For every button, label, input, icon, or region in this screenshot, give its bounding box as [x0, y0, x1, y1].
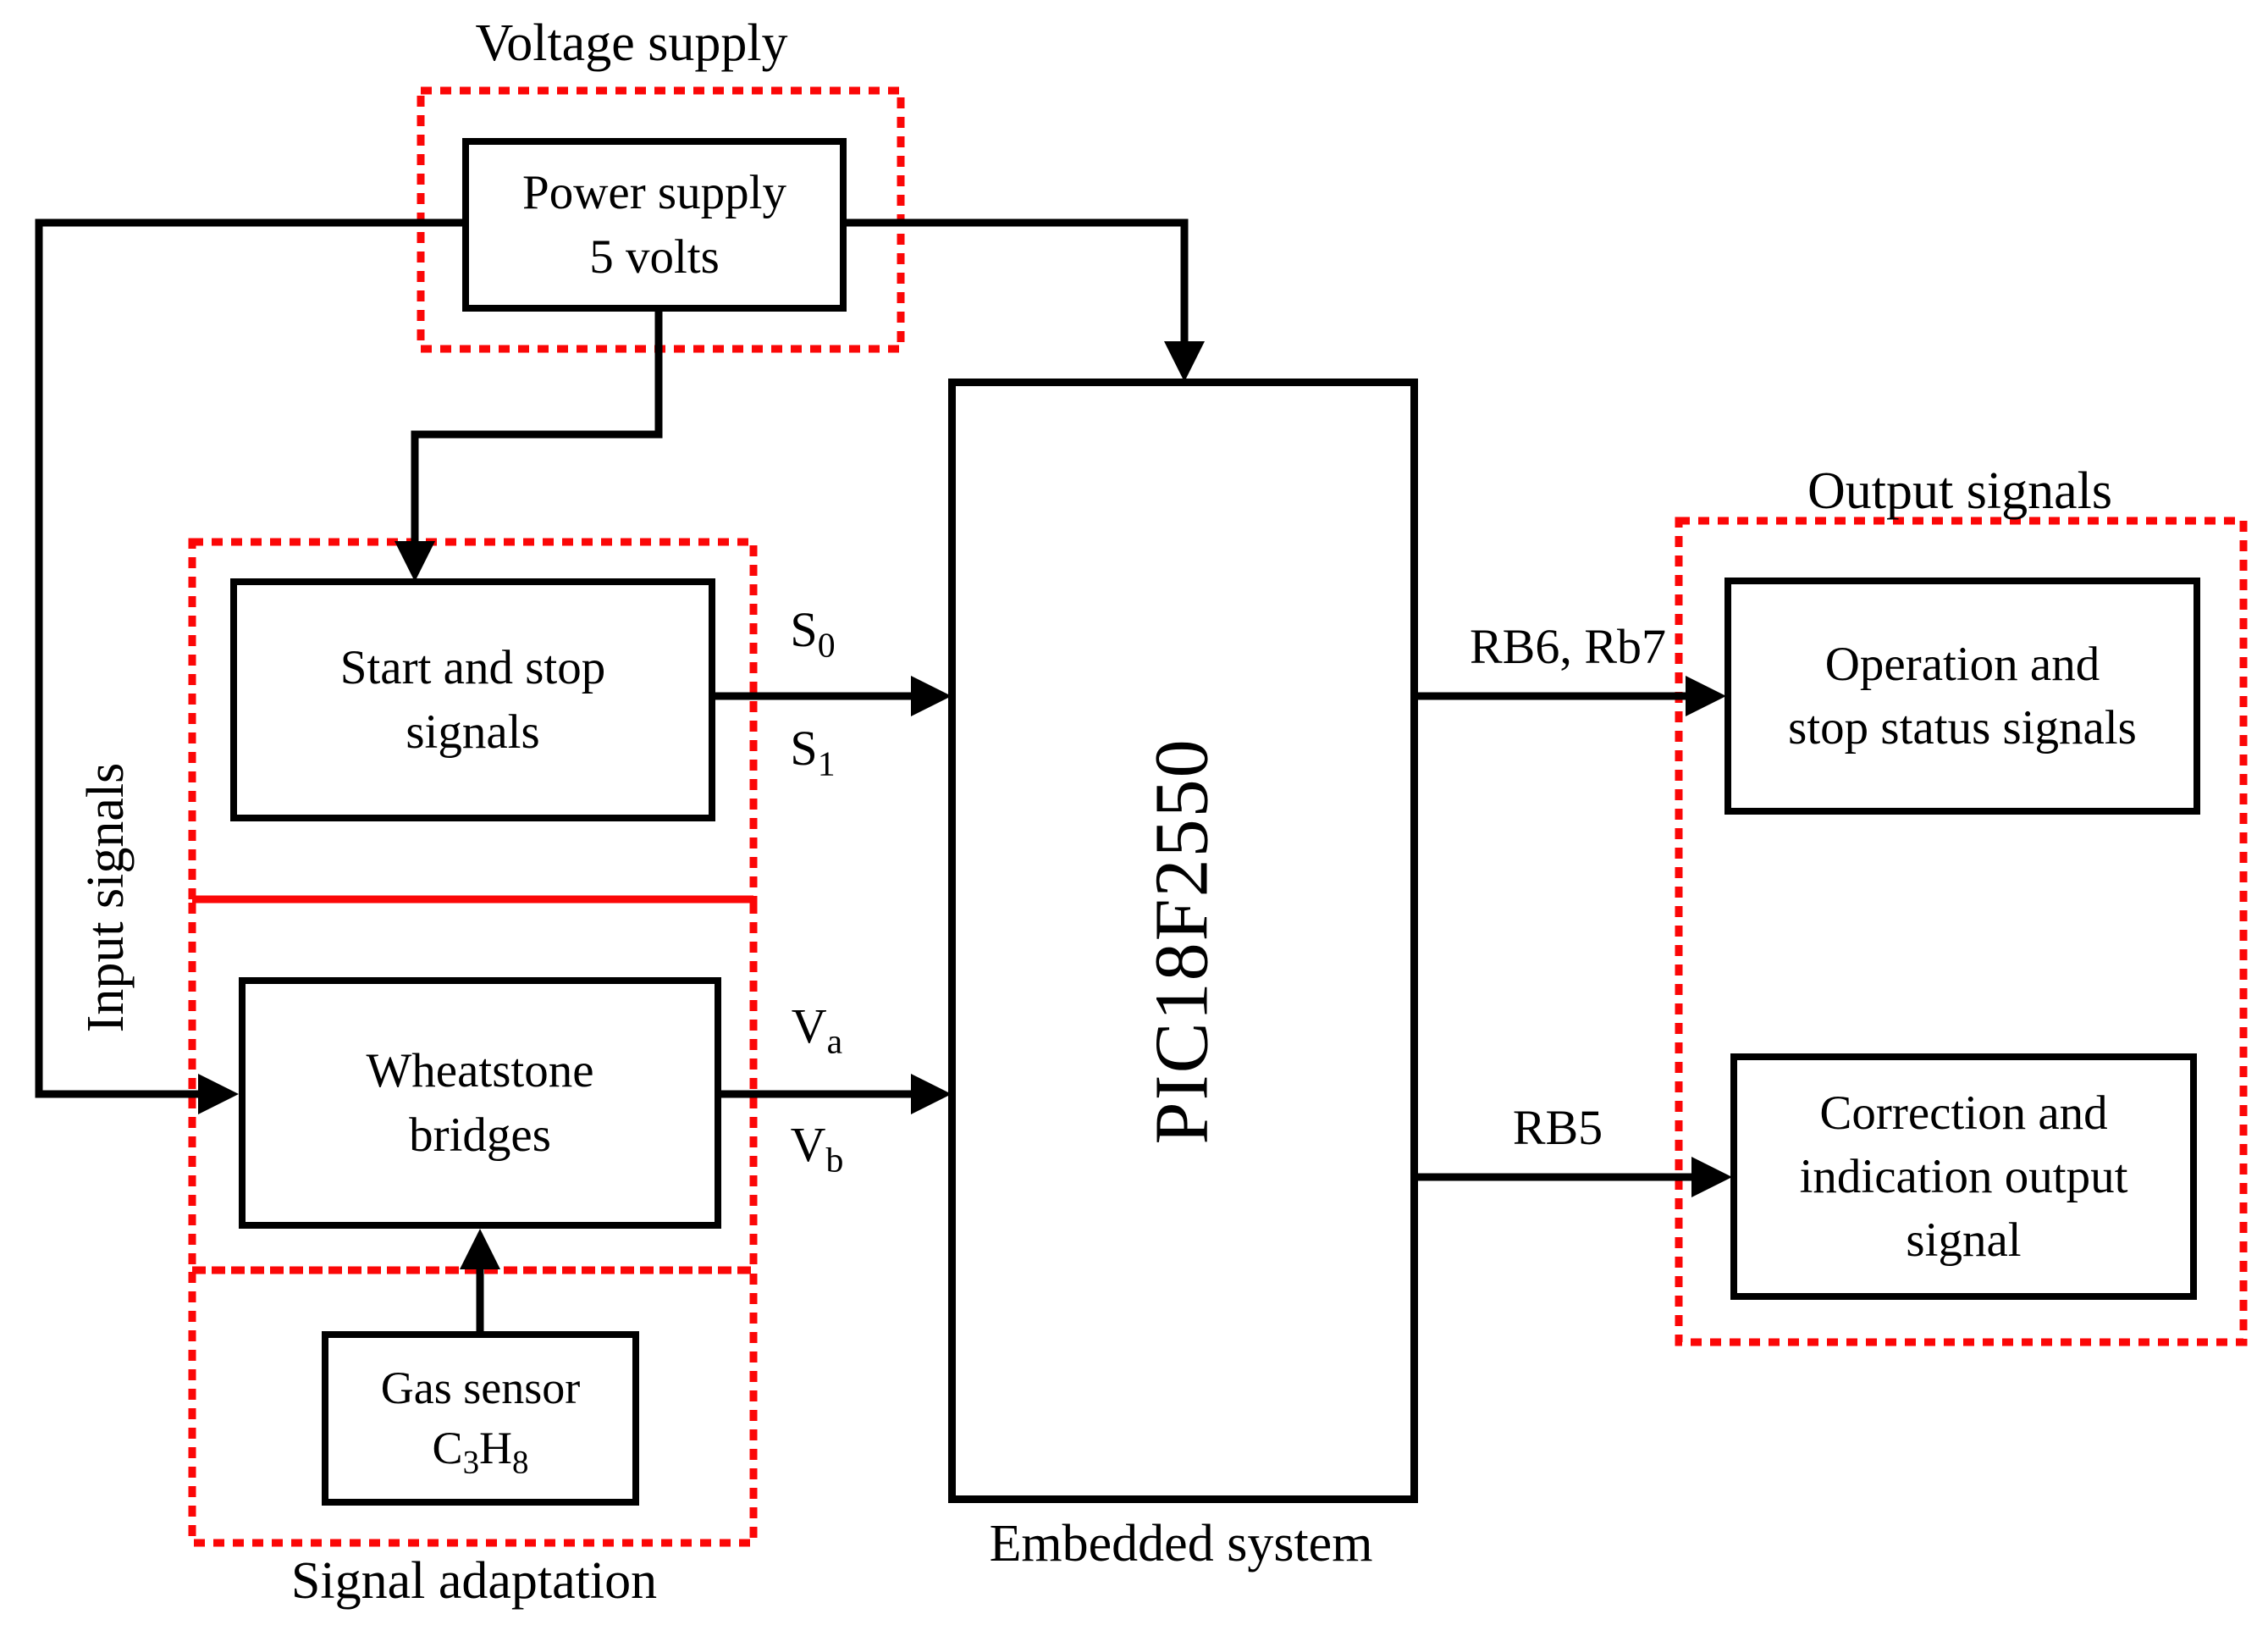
wheatstone-line1: Wheatstone [366, 1044, 594, 1098]
gas-sensor-formula: C3H8 [433, 1418, 529, 1479]
va-sub: a [826, 1022, 843, 1062]
connector-wheatstone-to-pic [721, 1074, 952, 1114]
arrowhead-s-signals [911, 676, 952, 716]
start-stop-line2: signals [406, 705, 540, 759]
formula-symbol-h: H [479, 1423, 513, 1473]
power-supply-block: Power supply 5 volts [462, 138, 847, 312]
arrowhead-v-signals [911, 1074, 952, 1114]
va-base: V [791, 998, 827, 1053]
connector-gas-to-wheatstone [460, 1229, 500, 1331]
gas-sensor-group-border [188, 1266, 758, 1547]
start-stop-line1: Start and stop [339, 641, 606, 695]
signal-label-vb: Vb [749, 1117, 885, 1179]
arrowhead-rb6-rb7 [1686, 676, 1726, 716]
power-supply-line2: 5 volts [589, 229, 720, 284]
power-supply-line1: Power supply [522, 166, 786, 220]
formula-sub-8: 8 [512, 1444, 529, 1481]
connector-pic-to-operation [1418, 676, 1726, 716]
embedded-system-label: Embedded system [989, 1515, 1373, 1572]
signal-label-s0: S0 [745, 602, 880, 664]
arrowhead-into-start-stop [395, 541, 435, 582]
pic-microcontroller-block: PIC18F2550 [948, 379, 1418, 1503]
s0-base: S [790, 602, 818, 657]
wheatstone-block: Wheatstone bridges [239, 977, 721, 1229]
signal-adaptation-group-label: Signal adaptation [290, 1552, 658, 1610]
start-stop-block: Start and stop signals [230, 578, 715, 821]
correction-line2: indication output [1799, 1149, 2128, 1203]
output-signals-group-label: Output signals [1807, 462, 2112, 520]
voltage-supply-group-label: Voltage supply [475, 14, 788, 72]
correction-output-block: Correction and indication output signal [1730, 1053, 2197, 1300]
formula-sub-3: 3 [462, 1444, 480, 1481]
signal-label-rb5: RB5 [1512, 1100, 1603, 1155]
operation-line2: stop status signals [1788, 701, 2137, 754]
formula-symbol-c: C [432, 1423, 463, 1473]
arrowhead-into-wheatstone-bottom [460, 1229, 500, 1269]
arrowhead-into-wheatstone [198, 1074, 239, 1114]
correction-line3: signal [1906, 1213, 2022, 1268]
connector-power-to-pic [847, 218, 1205, 382]
input-signals-label: Input signals [77, 762, 135, 1033]
operation-line1: Operation and [1824, 637, 2100, 691]
gas-sensor-block: Gas sensor C3H8 [322, 1331, 639, 1506]
signal-label-rb6-rb7: RB6, Rb7 [1469, 619, 1667, 674]
start-stop-group-border [188, 538, 758, 904]
vb-base: V [790, 1117, 826, 1172]
s1-sub: 1 [817, 744, 836, 784]
s0-sub: 0 [817, 626, 836, 666]
wheatstone-line2: bridges [409, 1108, 551, 1162]
output-signals-group-border [1675, 517, 2248, 1346]
s1-base: S [790, 721, 818, 776]
arrowhead-into-pic-top [1164, 341, 1205, 382]
correction-line1: Correction and [1819, 1086, 2108, 1140]
connector-start-stop-to-pic [715, 676, 952, 716]
signal-label-va: Va [749, 998, 885, 1060]
signal-label-s1: S1 [745, 721, 880, 782]
gas-sensor-line1: Gas sensor [380, 1362, 581, 1413]
connector-power-to-wheatstone [35, 218, 462, 1114]
connector-pic-to-correction [1418, 1157, 1732, 1197]
pic-label: PIC18F2550 [1140, 737, 1225, 1145]
operation-status-block: Operation and stop status signals [1724, 578, 2200, 815]
arrowhead-rb5 [1691, 1157, 1732, 1197]
vb-sub: b [825, 1141, 844, 1180]
connector-power-to-start-stop [395, 312, 663, 582]
